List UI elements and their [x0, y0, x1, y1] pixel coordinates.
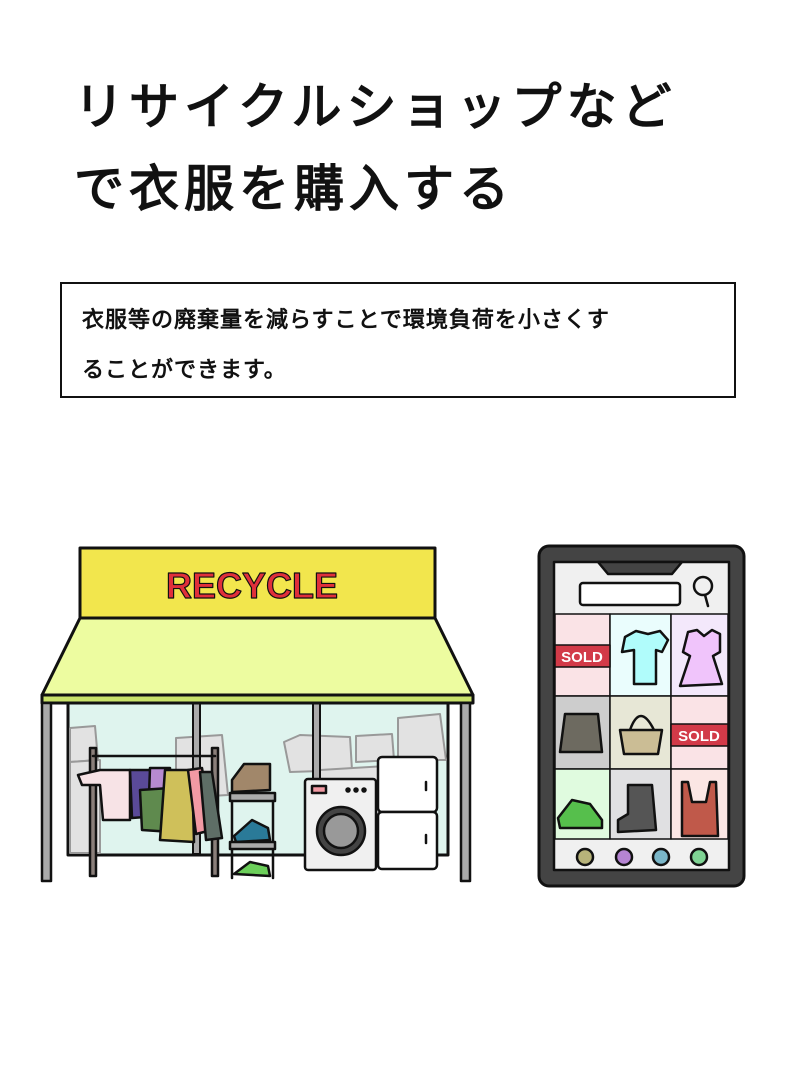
tshirt-icon — [620, 629, 670, 686]
sold-label: SOLD — [678, 728, 720, 745]
bag-icon — [618, 714, 664, 756]
sold-label: SOLD — [561, 649, 603, 666]
dress-icon — [678, 628, 724, 688]
phone-notch — [596, 560, 684, 576]
sign-board — [78, 546, 437, 620]
right-post — [459, 701, 472, 883]
description-box: 衣服等の廃棄量を減らすことで環境負荷を小さくす ることができます。 — [60, 282, 736, 398]
search-bar — [578, 581, 682, 607]
boots-icon — [616, 783, 658, 834]
description-line-2: ることができます。 — [82, 358, 287, 383]
sold-badge: SOLD — [670, 723, 729, 747]
washing-machine — [303, 777, 378, 872]
nav-dot[interactable] — [651, 847, 671, 867]
nav-dots — [575, 847, 709, 867]
clothes-rack — [76, 746, 224, 878]
recycle-shop: RECYCLE — [40, 546, 475, 883]
sign-text: RECYCLE — [166, 565, 338, 606]
awning — [40, 616, 475, 697]
refrigerator — [376, 755, 439, 871]
tank-top-icon — [680, 780, 720, 838]
left-post — [40, 701, 53, 883]
nav-dot[interactable] — [614, 847, 634, 867]
page-title: リサイクルショップなど で衣服を購入する — [74, 66, 677, 230]
description-line-1: 衣服等の廃棄量を減らすことで環境負荷を小さくす — [82, 308, 610, 333]
shoe-shelf — [228, 762, 277, 880]
title-line-2: で衣服を購入する — [74, 160, 514, 218]
nav-dot[interactable] — [689, 847, 709, 867]
nav-dot[interactable] — [575, 847, 595, 867]
skirt-icon — [558, 712, 604, 754]
sneaker-icon — [556, 798, 604, 830]
awning-edge — [40, 693, 475, 705]
search-icon — [692, 575, 714, 608]
title-line-1: リサイクルショップなど — [74, 78, 677, 136]
smartphone-flea-market-app: SOLD SOLD — [537, 544, 746, 888]
sold-badge: SOLD — [554, 644, 611, 668]
